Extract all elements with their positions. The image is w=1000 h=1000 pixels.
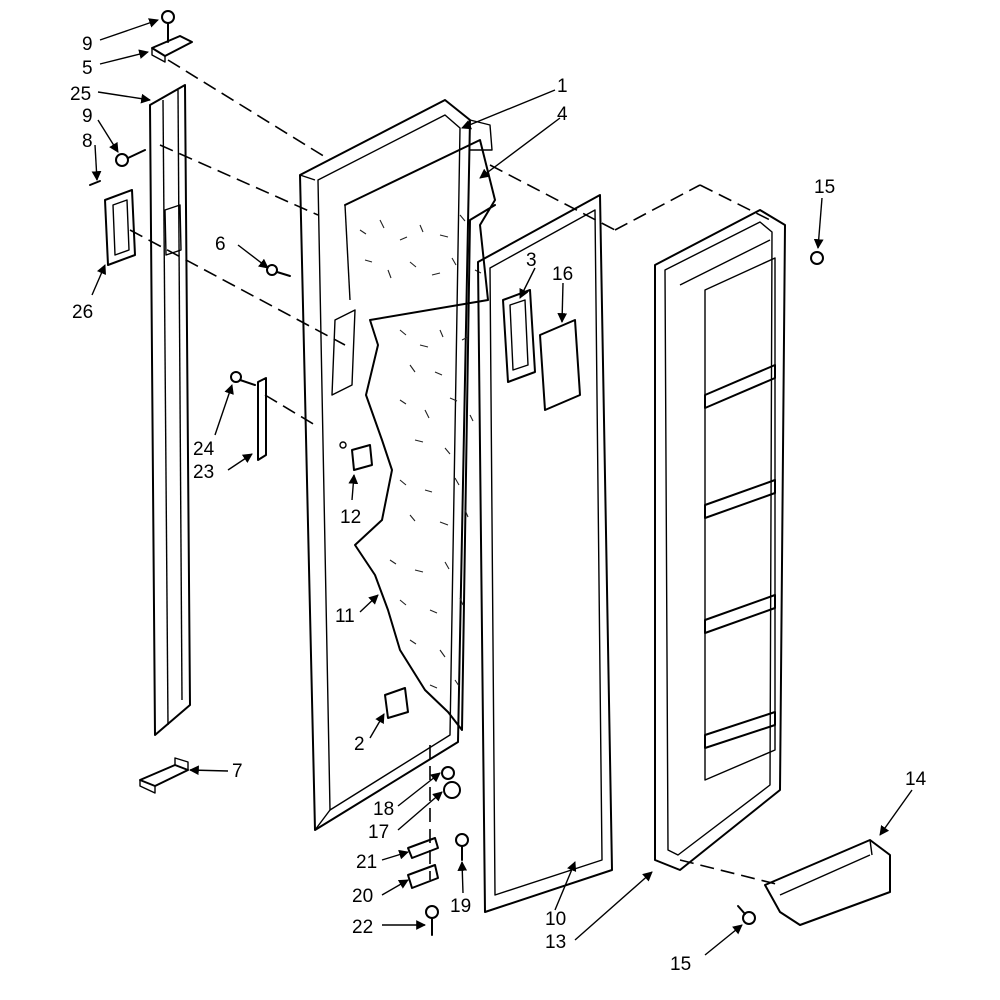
door-liner bbox=[654, 209, 786, 871]
callout-1: 1 bbox=[557, 76, 568, 97]
callout-9-side: 9 bbox=[82, 106, 93, 127]
callout-25: 25 bbox=[70, 84, 91, 105]
callout-8: 8 bbox=[82, 131, 93, 152]
callout-5: 5 bbox=[82, 58, 93, 79]
door-bin bbox=[764, 839, 891, 926]
handle-bracket-hardware bbox=[89, 149, 146, 266]
foam-insulation bbox=[344, 139, 496, 731]
door-trim-strip bbox=[149, 84, 191, 736]
bottom-bracket bbox=[139, 757, 189, 794]
callout-9-top: 9 bbox=[82, 34, 93, 55]
callout-labels: 9 5 25 9 8 26 6 24 23 12 11 2 7 18 17 21… bbox=[70, 34, 927, 975]
callout-4: 4 bbox=[557, 104, 568, 125]
callout-15-bottom: 15 bbox=[670, 954, 691, 975]
callout-16: 16 bbox=[552, 264, 573, 285]
callout-10: 10 bbox=[545, 909, 566, 930]
clip-12 bbox=[339, 441, 373, 471]
lower-hinge-hardware bbox=[407, 766, 469, 936]
callout-26: 26 bbox=[72, 302, 93, 323]
callout-24: 24 bbox=[193, 439, 215, 460]
screw-6 bbox=[266, 264, 291, 277]
callout-3: 3 bbox=[526, 250, 537, 271]
callout-17: 17 bbox=[368, 822, 389, 843]
callout-2: 2 bbox=[354, 734, 365, 755]
door-outer-panel bbox=[299, 99, 493, 831]
callout-13: 13 bbox=[545, 932, 566, 953]
door-stop-and-plate bbox=[502, 289, 581, 411]
liner-shelves bbox=[704, 364, 776, 749]
callout-11: 11 bbox=[335, 606, 355, 627]
callout-21: 21 bbox=[356, 852, 377, 873]
callout-7: 7 bbox=[232, 761, 243, 782]
callout-19: 19 bbox=[450, 896, 471, 917]
callout-23: 23 bbox=[193, 462, 214, 483]
liner-screws bbox=[737, 251, 824, 925]
callout-15-top: 15 bbox=[814, 177, 835, 198]
callout-18: 18 bbox=[373, 799, 394, 820]
top-screw-and-bracket bbox=[151, 10, 193, 63]
bracket-2 bbox=[384, 687, 409, 719]
callout-20: 20 bbox=[352, 886, 373, 907]
callout-22: 22 bbox=[352, 917, 373, 938]
callout-leader-lines bbox=[91, 18, 913, 956]
callout-14: 14 bbox=[905, 769, 927, 790]
callout-6: 6 bbox=[215, 234, 226, 255]
hinge-strap-hardware bbox=[230, 371, 267, 461]
callout-12: 12 bbox=[340, 507, 361, 528]
door-gasket bbox=[477, 194, 613, 913]
